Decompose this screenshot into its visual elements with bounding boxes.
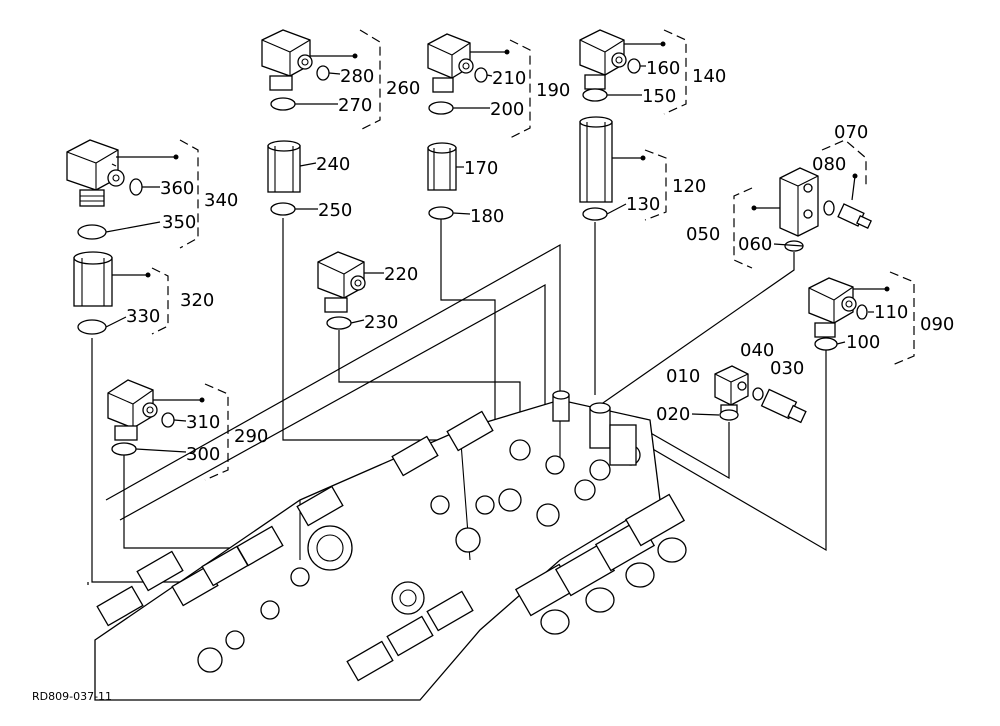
o-ring-160 bbox=[627, 58, 641, 74]
elbow-fitting-340 bbox=[66, 139, 179, 207]
o-ring-020 bbox=[719, 409, 739, 421]
part-labels: 360 340 350 320 330 310 290 300 280 260 … bbox=[126, 58, 954, 465]
o-ring-200 bbox=[428, 101, 454, 115]
o-ring-310 bbox=[161, 412, 175, 428]
valve-bosses bbox=[197, 439, 641, 673]
label-150: 150 bbox=[642, 86, 676, 107]
label-110: 110 bbox=[874, 302, 908, 323]
elbow-fitting-090 bbox=[808, 277, 890, 338]
elbow-fitting-220 bbox=[317, 251, 366, 313]
label-270: 270 bbox=[338, 95, 372, 116]
o-ring-350 bbox=[77, 224, 107, 240]
o-ring-280 bbox=[316, 65, 330, 81]
o-ring-330 bbox=[77, 319, 107, 335]
label-330: 330 bbox=[126, 306, 160, 327]
label-170: 170 bbox=[464, 158, 498, 179]
label-010: 010 bbox=[666, 366, 700, 387]
label-130: 130 bbox=[626, 194, 660, 215]
label-050: 050 bbox=[686, 224, 720, 245]
label-310: 310 bbox=[186, 412, 220, 433]
o-ring-300 bbox=[111, 442, 137, 456]
spool-ends bbox=[514, 493, 687, 635]
o-ring-250 bbox=[270, 202, 296, 216]
o-ring-130 bbox=[582, 207, 608, 221]
label-280: 280 bbox=[340, 66, 374, 87]
elbow-fitting-290 bbox=[107, 379, 205, 441]
valve-top-fittings bbox=[552, 390, 637, 466]
label-290: 290 bbox=[234, 426, 268, 447]
adaptor-120 bbox=[579, 116, 646, 203]
o-ring-150 bbox=[582, 88, 608, 102]
plug-030 bbox=[760, 388, 807, 424]
bracket-lines bbox=[151, 29, 915, 481]
label-360: 360 bbox=[160, 178, 194, 199]
label-320: 320 bbox=[180, 290, 214, 311]
routing-lines bbox=[87, 216, 827, 585]
label-350: 350 bbox=[162, 212, 196, 233]
adaptor-170 bbox=[427, 142, 457, 191]
o-ring-230 bbox=[326, 316, 352, 330]
o-ring-270 bbox=[270, 97, 296, 111]
label-200: 200 bbox=[490, 99, 524, 120]
label-060: 060 bbox=[738, 234, 772, 255]
label-230: 230 bbox=[364, 312, 398, 333]
label-220: 220 bbox=[384, 264, 418, 285]
label-210: 210 bbox=[492, 68, 526, 89]
label-100: 100 bbox=[846, 332, 880, 353]
elbow-fitting-260 bbox=[261, 29, 358, 91]
label-020: 020 bbox=[656, 404, 690, 425]
adaptor-320 bbox=[73, 251, 151, 307]
document-code: RD809-037-11 bbox=[32, 690, 112, 703]
label-040: 040 bbox=[740, 340, 774, 361]
label-070: 070 bbox=[834, 122, 868, 143]
label-260: 260 bbox=[386, 78, 420, 99]
o-ring-180 bbox=[428, 206, 454, 220]
label-340: 340 bbox=[204, 190, 238, 211]
label-160: 160 bbox=[646, 58, 680, 79]
label-120: 120 bbox=[672, 176, 706, 197]
label-140: 140 bbox=[692, 66, 726, 87]
elbow-fitting-140 bbox=[579, 29, 666, 90]
label-090: 090 bbox=[920, 314, 954, 335]
block-050 bbox=[751, 167, 819, 237]
label-300: 300 bbox=[186, 444, 220, 465]
adaptor-240 bbox=[267, 140, 301, 193]
elbow-fitting-190 bbox=[427, 33, 510, 93]
o-ring-360 bbox=[129, 178, 143, 196]
label-180: 180 bbox=[470, 206, 504, 227]
leader-lines bbox=[105, 65, 874, 453]
o-ring-210 bbox=[474, 67, 488, 83]
o-ring-040 bbox=[752, 387, 764, 401]
left-spools bbox=[96, 410, 494, 682]
label-030: 030 bbox=[770, 358, 804, 379]
o-ring-110 bbox=[856, 304, 868, 320]
block-010 bbox=[714, 365, 749, 416]
label-240: 240 bbox=[316, 154, 350, 175]
label-080: 080 bbox=[812, 154, 846, 175]
o-ring-100 bbox=[814, 337, 838, 351]
label-190: 190 bbox=[536, 80, 570, 101]
plug-070 bbox=[837, 173, 872, 230]
label-250: 250 bbox=[318, 200, 352, 221]
control-valve-body bbox=[94, 390, 687, 701]
o-ring-080 bbox=[823, 200, 835, 216]
